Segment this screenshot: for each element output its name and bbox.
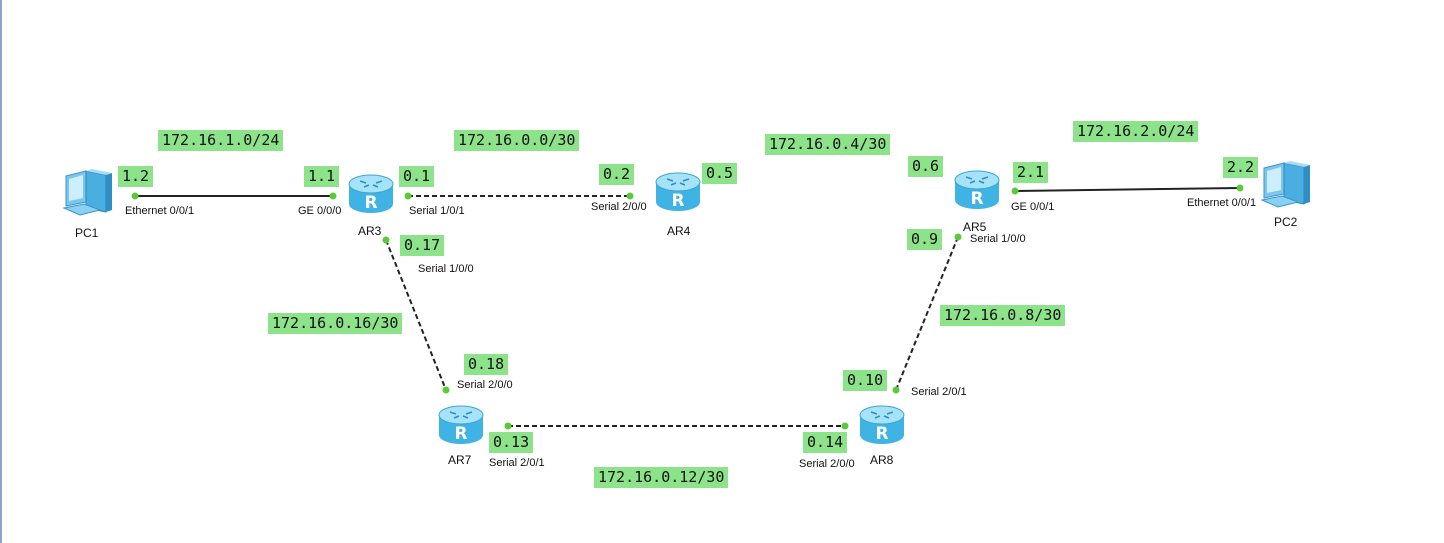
address-label-ar4-s200: 0.2	[599, 164, 635, 185]
device-label-ar3: AR3	[358, 224, 382, 238]
link-ar5-ar8	[895, 236, 959, 391]
port-label-ar7-s201: Serial 2/0/1	[489, 457, 545, 469]
svg-text:R: R	[875, 424, 888, 444]
address-label-ar7-s200: 0.18	[464, 354, 509, 375]
device-label-ar5: AR5	[963, 220, 987, 234]
device-label-ar8: AR8	[870, 453, 894, 467]
address-label-ar3-s101: 0.1	[399, 166, 435, 187]
port-label-ar8-s201: Serial 2/0/1	[911, 386, 967, 398]
port-dot-ar4-s200	[626, 192, 634, 200]
svg-text:R: R	[454, 424, 467, 444]
address-label-ar3-s100: 0.17	[400, 235, 445, 256]
port-dot-ar3-s100	[382, 236, 390, 244]
device-label-pc1: PC1	[75, 226, 99, 240]
port-label-pc1-eth: Ethernet 0/0/1	[125, 205, 195, 217]
address-label-ar5-ge: 2.1	[1013, 162, 1049, 183]
port-dot-ar3-s101	[404, 192, 412, 200]
address-label-ar8-s200: 0.14	[803, 432, 848, 453]
device-label-ar7: AR7	[448, 453, 472, 467]
port-dot-ar3-ge	[329, 192, 337, 200]
window-left-edge	[0, 0, 2, 543]
network-label-ar4-ar5: 172.16.0.4/30	[765, 134, 891, 155]
port-dot-ar8-s200	[841, 422, 849, 430]
address-label-ar4-other: 0.5	[702, 163, 738, 184]
port-label-ar3-s101: Serial 1/0/1	[409, 205, 465, 217]
port-label-ar7-s200: Serial 2/0/0	[457, 379, 513, 391]
port-label-pc2-eth: Ethernet 0/0/1	[1187, 197, 1257, 209]
router-icon[interactable]: R	[857, 403, 907, 447]
port-label-ar5-ge: GE 0/0/1	[1011, 201, 1055, 213]
port-label-ar3-ge: GE 0/0/0	[298, 205, 342, 217]
device-label-pc2: PC2	[1274, 215, 1298, 229]
port-label-ar4-s200: Serial 2/0/0	[591, 201, 647, 213]
address-label-ar5-upper: 0.6	[908, 156, 944, 177]
address-label-ar8-s201: 0.10	[843, 370, 888, 391]
device-label-ar4: AR4	[667, 224, 691, 238]
port-label-ar3-s100: Serial 1/0/0	[418, 263, 474, 275]
port-dot-ar8-s201	[892, 386, 900, 394]
port-dot-ar7-s201	[504, 422, 512, 430]
router-icon[interactable]: R	[436, 403, 486, 447]
port-label-ar8-s200: Serial 2/0/0	[799, 458, 855, 470]
router-icon[interactable]: R	[653, 170, 703, 214]
address-label-pc2: 2.2	[1223, 157, 1259, 178]
network-label-ar5-ar8: 172.16.0.8/30	[940, 305, 1066, 326]
port-label-ar5-s100: Serial 1/0/0	[970, 233, 1026, 245]
svg-text:R: R	[364, 193, 377, 213]
network-label-ar7-ar8: 172.16.0.12/30	[594, 467, 729, 488]
port-dot-ar7-s200	[442, 386, 450, 394]
port-dot-pc2	[1236, 184, 1244, 192]
network-label-ar5-pc2: 172.16.2.0/24	[1073, 121, 1199, 142]
port-dot-ar5-s100	[954, 233, 962, 241]
address-label-pc1: 1.2	[118, 166, 154, 187]
router-icon[interactable]: R	[346, 172, 396, 216]
address-label-ar7-s201: 0.13	[489, 432, 534, 453]
network-label-ar3-ar7: 172.16.0.16/30	[268, 313, 403, 334]
link-ar5-pc2	[1014, 187, 1241, 192]
network-label-ar3-ar4: 172.16.0.0/30	[454, 130, 580, 151]
desktop-pc-icon[interactable]	[60, 168, 116, 220]
address-label-ar3-ge: 1.1	[304, 166, 340, 187]
svg-text:R: R	[671, 191, 684, 211]
desktop-pc-icon[interactable]	[1258, 160, 1314, 212]
router-icon[interactable]: R	[952, 168, 1002, 212]
port-dot-pc1	[131, 192, 139, 200]
svg-text:R: R	[970, 189, 983, 209]
address-label-ar5-s100: 0.9	[907, 229, 943, 250]
port-dot-ar5-ge	[1011, 187, 1019, 195]
link-ar3-ar7	[385, 239, 447, 391]
network-label-pc1-ar3: 172.16.1.0/24	[158, 130, 284, 151]
